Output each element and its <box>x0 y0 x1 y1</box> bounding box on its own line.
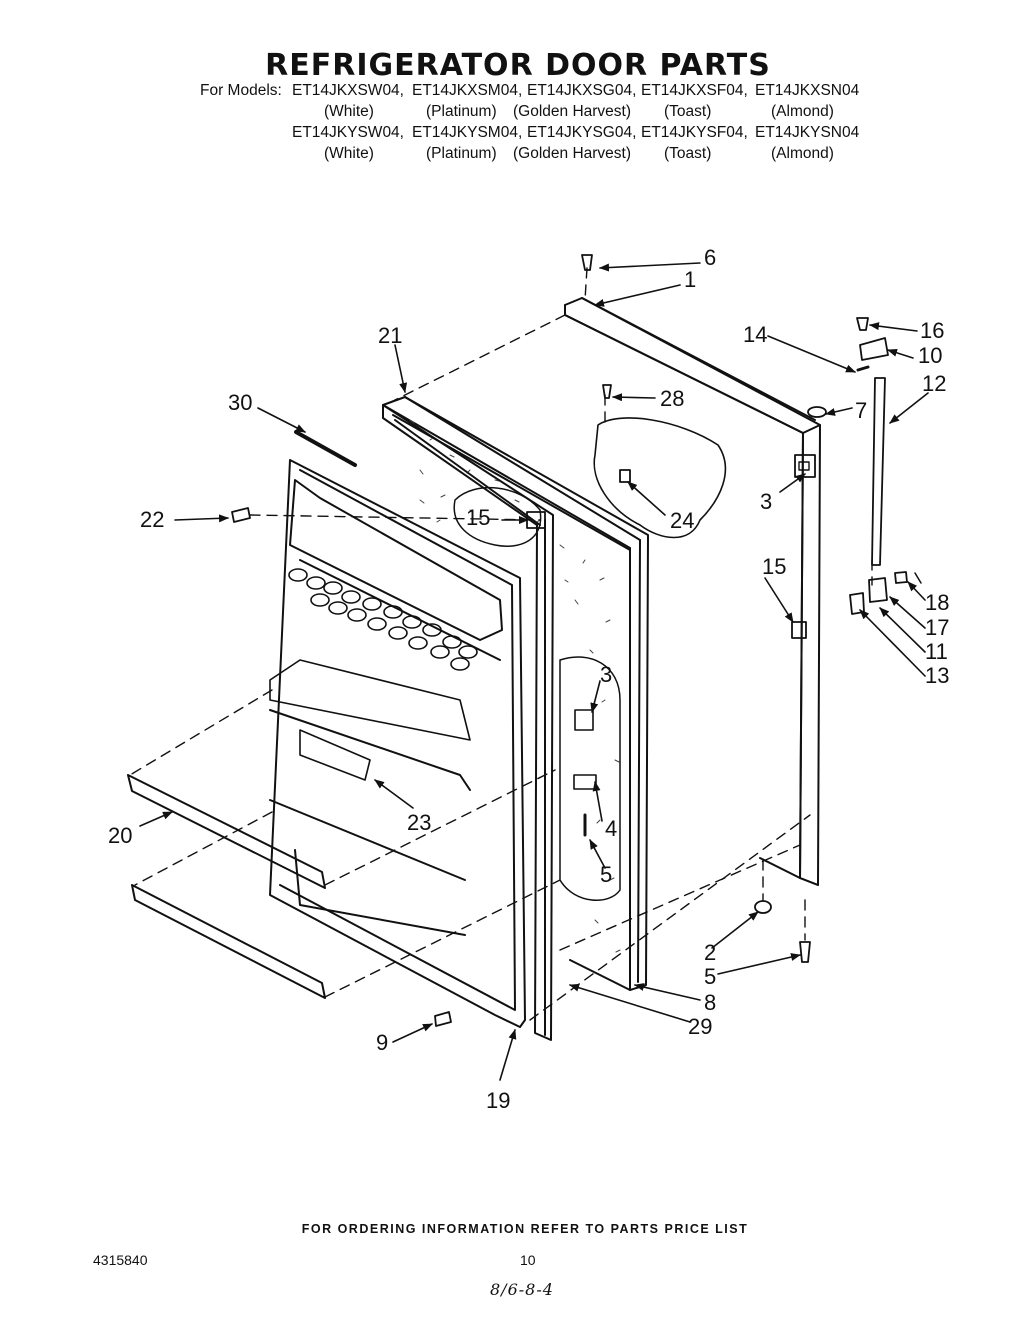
page-number: 10 <box>520 1252 536 1268</box>
model-color: (White) <box>324 103 374 120</box>
model-color: (Platinum) <box>426 145 497 162</box>
leader-lines <box>139 262 929 1081</box>
door-gasket <box>382 404 554 1041</box>
model-number: ET14JKXSG04, <box>527 82 637 99</box>
page-title: REFRIGERATOR DOOR PARTS <box>265 48 771 83</box>
model-color: (White) <box>324 145 374 162</box>
callout-11: 11 <box>925 639 948 664</box>
callout-16: 16 <box>920 318 944 343</box>
egg-tray <box>288 568 478 671</box>
hardware <box>231 254 922 1027</box>
callout-15-outer: 15 <box>762 554 786 579</box>
callout-2: 2 <box>704 940 716 965</box>
callout-24: 24 <box>670 508 694 533</box>
callout-9: 9 <box>376 1030 388 1055</box>
callout-17: 17 <box>925 615 949 640</box>
callout-15-inner: 15 <box>466 505 490 530</box>
model-color: (Platinum) <box>426 103 497 120</box>
handwritten-note: 8/6-8-4 <box>490 1280 554 1299</box>
inner-door-liner <box>382 396 649 991</box>
callout-4: 4 <box>605 816 617 841</box>
model-color: (Golden Harvest) <box>513 103 632 120</box>
model-color: (Almond) <box>771 145 834 162</box>
alignment-lines <box>129 267 873 1021</box>
callout-12: 12 <box>922 371 946 396</box>
callout-8: 8 <box>704 990 716 1015</box>
callout-1: 1 <box>684 267 696 292</box>
callout-20: 20 <box>108 823 132 848</box>
callout-22: 22 <box>140 507 164 532</box>
callout-14: 14 <box>743 322 767 347</box>
model-number: ET14JKYSG04, <box>527 124 637 141</box>
callout-19: 19 <box>486 1088 510 1113</box>
callout-3-hinge: 3 <box>760 489 772 514</box>
callout-29: 29 <box>688 1014 712 1039</box>
foam-texture <box>409 419 621 953</box>
callout-30: 30 <box>228 390 252 415</box>
model-color: (Golden Harvest) <box>513 145 632 162</box>
model-number: ET14JKXSM04, <box>412 82 523 99</box>
model-number: ET14JKYSW04, <box>292 124 404 141</box>
model-color: (Toast) <box>664 145 712 162</box>
model-color: (Toast) <box>664 103 712 120</box>
callout-13: 13 <box>925 663 949 688</box>
callout-5-liner: 5 <box>600 862 612 887</box>
callout-10: 10 <box>918 343 942 368</box>
model-number: ET14JKYSM04, <box>412 124 523 141</box>
model-number: ET14JKXSW04, <box>292 82 404 99</box>
model-number: ET14JKYSN04 <box>755 124 860 141</box>
model-number: ET14JKYSF04, <box>641 124 748 141</box>
callout-21: 21 <box>378 323 402 348</box>
ordering-note: FOR ORDERING INFORMATION REFER TO PARTS … <box>301 1222 749 1236</box>
shelf-bars <box>127 774 326 999</box>
model-number: ET14JKXSF04, <box>641 82 748 99</box>
callout-5-screw: 5 <box>704 964 716 989</box>
door-liner-shelving <box>269 459 526 1028</box>
callout-28: 28 <box>660 386 684 411</box>
outer-door-panel <box>564 297 821 886</box>
model-color: (Almond) <box>771 103 834 120</box>
callout-18: 18 <box>925 590 949 615</box>
model-number: ET14JKXSN04 <box>755 82 860 99</box>
models-prefix: For Models: <box>200 82 282 99</box>
callout-3-liner: 3 <box>600 662 612 687</box>
callout-7: 7 <box>855 398 867 423</box>
callout-23: 23 <box>407 810 431 835</box>
callout-6: 6 <box>704 245 716 270</box>
callout-labels: 6 1 21 30 22 28 15 24 14 16 10 12 7 3 15… <box>108 245 949 1113</box>
document-number: 4315840 <box>93 1252 148 1268</box>
